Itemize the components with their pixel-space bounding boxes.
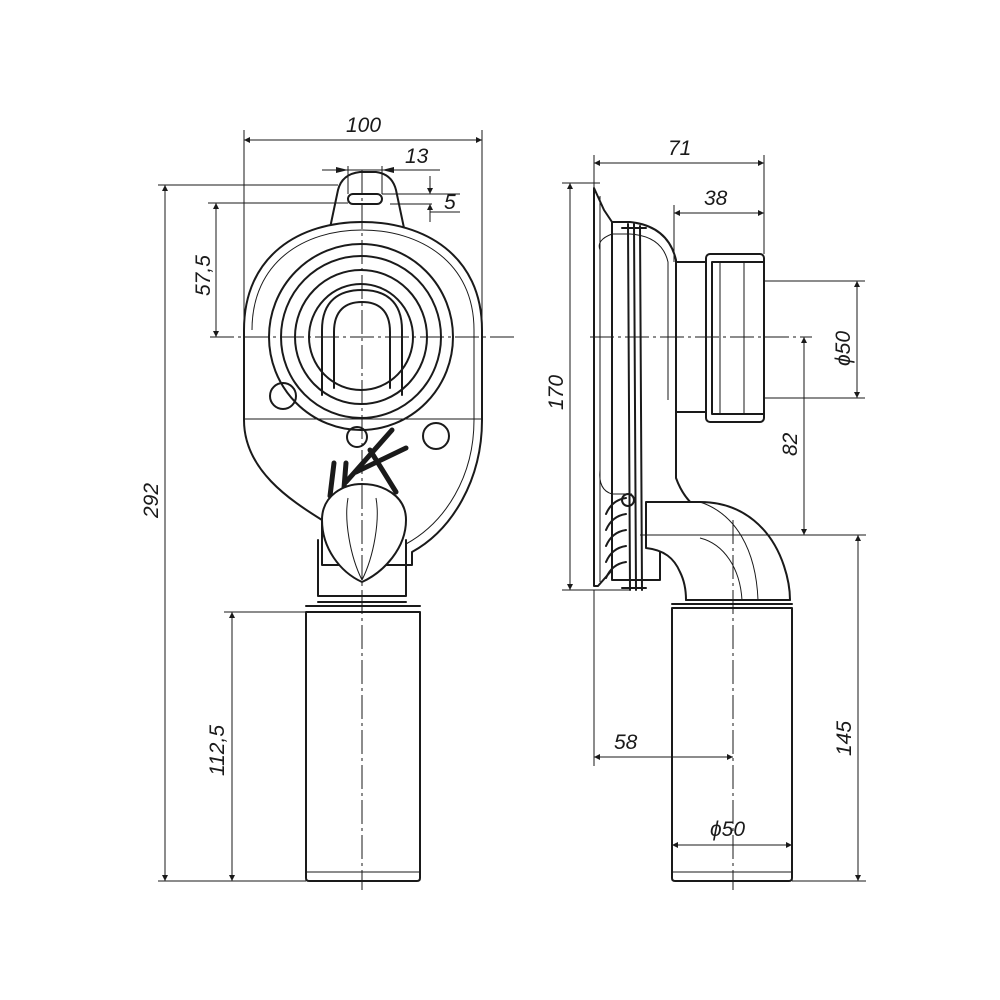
dim-total-height: 292: [140, 483, 163, 519]
side-pipe: [671, 607, 793, 882]
front-dimensions: 100 13 5 57,5 292 112,5: [140, 114, 483, 882]
dim-side-depth: 71: [668, 137, 691, 160]
side-outlet-cap: [705, 253, 765, 423]
hanging-lug: [329, 171, 405, 229]
dim-pipe-length-side: 145: [833, 721, 856, 756]
right-hole: [422, 422, 450, 450]
dim-outlet-length: 38: [704, 187, 728, 210]
ball-valve-lines: [346, 497, 378, 581]
side-ribs: [605, 497, 627, 579]
dim-pipe-diameter: ϕ50: [710, 818, 745, 841]
dim-flange-height: 170: [545, 375, 568, 410]
left-hole: [269, 382, 297, 410]
gasket-line-3: [639, 225, 643, 591]
wall-plate: [593, 187, 613, 587]
dim-front-width: 100: [346, 114, 381, 137]
dim-slot-height: 5: [444, 191, 456, 214]
dim-slot-width: 13: [405, 145, 429, 168]
front-view: [210, 170, 515, 890]
side-view: [590, 187, 812, 890]
front-body-inner-outline: [251, 229, 475, 545]
dim-elbow-offset: 58: [614, 731, 638, 754]
internal-fins: [327, 427, 409, 499]
front-pipe: [305, 611, 421, 882]
dim-outlet-to-elbow: 82: [779, 432, 802, 456]
side-dimensions: 71 38 ϕ50 170 82 145 58 ϕ50: [545, 137, 866, 882]
inner-float-2: [333, 301, 391, 389]
center-hole: [346, 426, 368, 448]
gasket-line-2: [633, 223, 637, 591]
hanging-slot: [347, 193, 383, 205]
side-clip: [621, 493, 635, 507]
side-elbow: [645, 501, 791, 601]
ball-valve: [321, 483, 407, 583]
dim-pipe-length-front: 112,5: [206, 725, 229, 776]
dim-slot-to-center: 57,5: [192, 255, 215, 296]
dim-outlet-diameter: ϕ50: [832, 331, 855, 366]
gasket-line-1: [627, 223, 631, 591]
